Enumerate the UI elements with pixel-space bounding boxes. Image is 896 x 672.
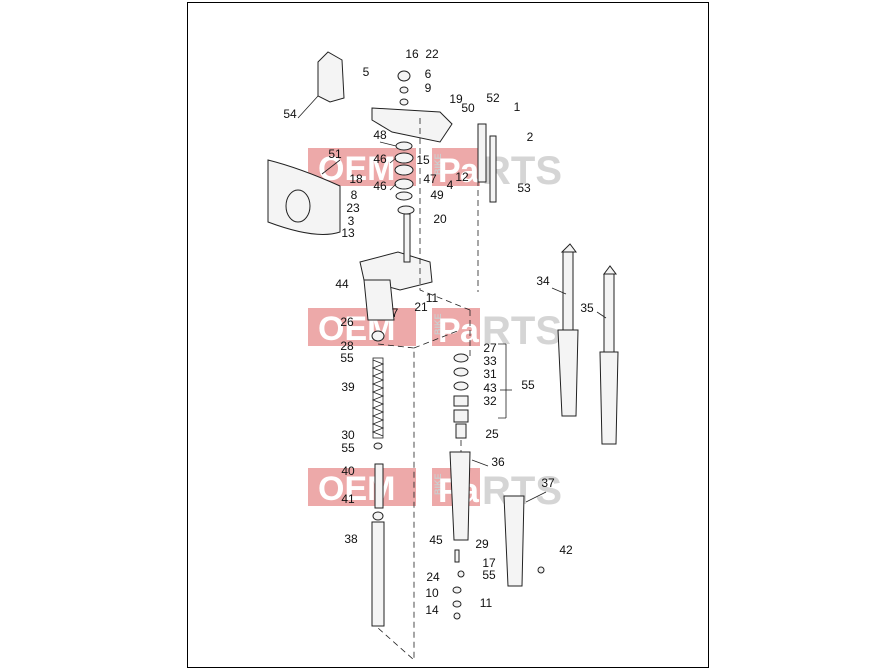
watermark-bike: BIKE [433,473,443,495]
part-fork-cap [371,330,385,342]
callout-7: 7 [392,306,399,320]
watermark-oem: OEM [318,470,395,508]
callout-53: 53 [517,181,531,195]
callout-9: 9 [425,81,432,95]
callout-45: 45 [429,533,443,547]
callout-36: 36 [491,455,505,469]
callout-22: 22 [425,47,439,61]
part-steering-stem [403,213,411,263]
callout-52: 52 [486,91,500,105]
watermark-middle: OEM BIKE P a RTS [308,308,562,353]
callout-8: 8 [351,188,358,202]
callout-21: 21 [414,300,428,314]
callout-33: 33 [483,354,497,368]
watermark-p: P [438,152,461,190]
callout-46: 46 [373,152,387,166]
callout-11: 11 [426,291,439,305]
callout-34: 34 [536,274,550,288]
callout-30: 30 [341,428,355,442]
callout-42: 42 [559,543,573,557]
callout-2: 2 [527,130,534,144]
callout-55: 55 [482,568,496,582]
callout-49: 49 [430,188,444,202]
callout-25: 25 [485,427,499,441]
part-cover-opening [285,189,311,223]
callout-41: 41 [341,492,355,506]
part-fork-tube [371,521,385,627]
part-fork-slider-right [503,495,525,587]
callout-46: 46 [373,179,387,193]
part-plate [477,123,487,183]
part-upper-bracket [371,107,453,143]
callout-1: 1 [514,100,521,114]
part-fork-assembly-right [599,265,619,445]
callout-55: 55 [340,351,354,365]
watermark-p: P [438,312,461,350]
watermark-rts: RTS [482,309,562,353]
part-washer [373,442,383,450]
part-ring [372,511,384,521]
part-bracket [317,51,345,103]
callout-14: 14 [425,603,439,617]
callout-15: 15 [416,153,430,167]
callout-37: 37 [541,476,555,490]
callout-55: 55 [521,378,535,392]
part-fork-slider-left [449,451,471,541]
callout-39: 39 [341,380,355,394]
callout-43: 43 [483,381,497,395]
callout-32: 32 [483,394,497,408]
callout-26: 26 [340,315,354,329]
watermark-bottom: OEM BIKE P a RTS [308,468,562,513]
part-drain-hardware [452,549,545,620]
part-top-nut [397,70,411,106]
callout-40: 40 [341,464,355,478]
callout-28: 28 [340,339,354,353]
part-rod [489,135,497,203]
callout-35: 35 [580,301,594,315]
callout-50: 50 [461,101,475,115]
callout-27: 27 [483,341,497,355]
watermark-bike: BIKE [433,153,443,175]
callout-3: 3 [348,214,355,228]
callout-17: 17 [482,556,496,570]
part-fork-assembly-left [557,243,579,417]
callout-11: 11 [480,596,493,610]
callout-16: 16 [405,47,419,61]
callout-5: 5 [363,65,370,79]
callout-4: 4 [447,178,454,192]
callout-31: 31 [483,367,497,381]
leader-lines [297,95,607,661]
callout-24: 24 [426,570,440,584]
callout-51: 51 [328,147,342,161]
callout-44: 44 [335,277,349,291]
callout-23: 23 [346,201,360,215]
callout-55: 55 [341,441,355,455]
part-fork-boot [363,279,395,321]
part-seal-stack [453,353,469,423]
part-bushing [455,423,467,439]
part-bearing-stack [394,141,415,215]
part-fork-spring [371,357,385,439]
watermark-a: a [460,152,480,190]
callout-13: 13 [341,226,355,240]
callout-19: 19 [449,92,463,106]
callout-18: 18 [349,172,363,186]
callout-48: 48 [373,128,387,142]
callout-54: 54 [283,107,297,121]
callout-12: 12 [455,170,469,184]
callout-20: 20 [433,212,447,226]
callout-6: 6 [425,67,432,81]
callout-38: 38 [344,532,358,546]
part-damper-rod [374,463,384,509]
callout-47: 47 [423,172,437,186]
callout-10: 10 [425,586,439,600]
callout-29: 29 [475,537,489,551]
watermark-bike: BIKE [433,313,443,335]
